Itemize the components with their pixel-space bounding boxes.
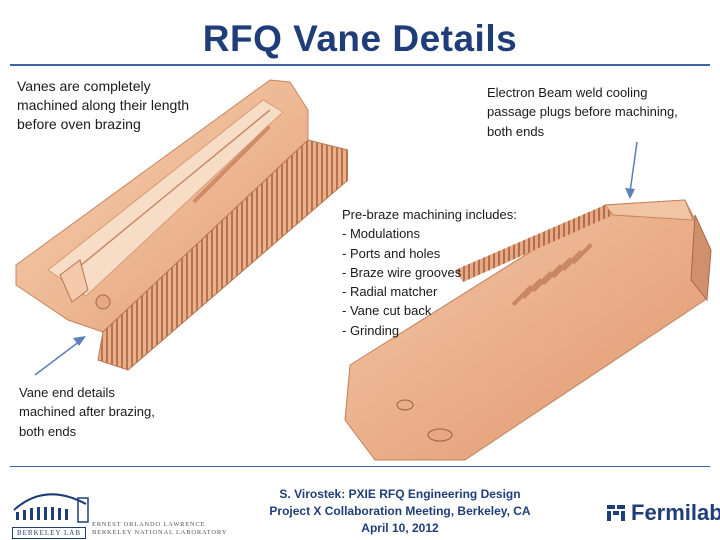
note-vanes-machined: Vanes are completely machined along thei… [17, 77, 189, 134]
arrow-icon [625, 141, 638, 199]
vane-picture-lower [344, 199, 712, 461]
note-line: - Braze wire grooves [342, 264, 462, 280]
berkeley-lab-icon [13, 493, 89, 523]
footer-divider [10, 466, 710, 467]
lab-badge: BERKELEY LAB [12, 527, 86, 539]
fermilab-wordmark: Fermilab [631, 500, 720, 525]
note-line: passage plugs before machining, [487, 104, 678, 120]
note-line: both ends [487, 123, 545, 139]
note-line: Vanes are completely [17, 78, 151, 94]
arrow-icon [34, 336, 86, 376]
lab-name-line: BERKELEY NATIONAL LABORATORY [92, 529, 228, 536]
footer-line: April 10, 2012 [361, 521, 439, 535]
lab-name: ERNEST ORLANDO LAWRENCE BERKELEY NATIONA… [92, 521, 227, 537]
fermilab-icon [607, 505, 625, 521]
lab-name-line: ERNEST ORLANDO LAWRENCE [92, 521, 206, 528]
note-vane-end: Vane end details machined after brazing,… [19, 383, 155, 441]
note-line: - Ports and holes [342, 245, 441, 261]
note-line: - Vane cut back [342, 303, 432, 319]
note-line: - Radial matcher [342, 284, 438, 300]
note-eb-weld: Electron Beam weld cooling passage plugs… [487, 83, 678, 141]
note-line: machined along their length [17, 97, 190, 113]
note-pre-braze: Pre-braze machining includes: - Modulati… [342, 205, 517, 340]
note-line: before oven brazing [17, 116, 141, 132]
footer-line: S. Virostek: PXIE RFQ Engineering Design [279, 487, 521, 501]
note-line: - Modulations [342, 226, 421, 242]
note-line: Vane end details [19, 385, 115, 400]
note-line: Electron Beam weld cooling [487, 85, 648, 100]
fermilab-logo: Fermilab [605, 500, 720, 526]
title-divider [10, 64, 710, 66]
footer-line: Project X Collaboration Meeting, Berkele… [269, 504, 531, 518]
note-line: - Grinding [342, 322, 400, 338]
note-line: machined after brazing, [19, 404, 155, 420]
note-line: Pre-braze machining includes: [342, 207, 517, 222]
note-line: both ends [19, 423, 77, 439]
slide-title: RFQ Vane Details [202, 18, 518, 59]
vane-picture-upper [15, 79, 348, 371]
footer-citation: S. Virostek: PXIE RFQ Engineering Design… [215, 486, 585, 537]
